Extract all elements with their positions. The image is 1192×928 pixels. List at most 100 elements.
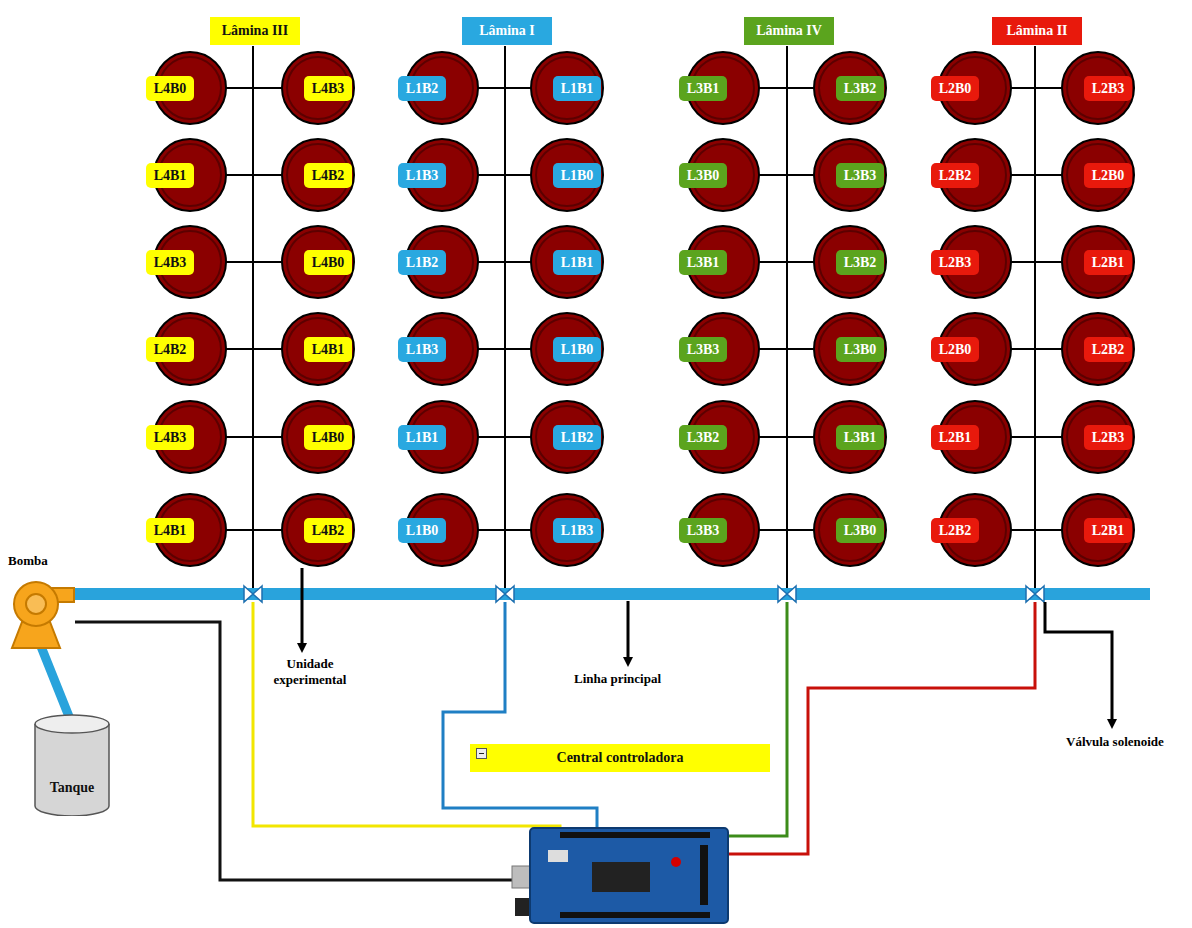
tag-text: L2B2 [1092, 342, 1125, 358]
treatment-tag: L4B3 [146, 250, 194, 275]
treatment-tag: L4B1 [304, 337, 352, 362]
tag-text: L4B3 [312, 81, 345, 97]
treatment-tag: L3B1 [679, 250, 727, 275]
treatment-tag: L2B1 [1084, 250, 1132, 275]
valve-wire [253, 602, 560, 828]
pot-circle [282, 52, 354, 124]
pot-circle [282, 494, 354, 566]
tag-text: L3B3 [687, 342, 720, 358]
tag-text: L4B2 [312, 168, 345, 184]
tag-text: L2B3 [1092, 430, 1125, 446]
treatment-tag: L4B3 [304, 76, 352, 101]
tag-text: L1B0 [561, 168, 594, 184]
tag-text: L4B1 [154, 523, 187, 539]
treatment-tag: L1B2 [398, 250, 446, 275]
tag-text: L1B2 [406, 255, 439, 271]
treatment-tag: L1B1 [398, 425, 446, 450]
leader-arrow [301, 568, 304, 648]
tag-text: L4B3 [154, 430, 187, 446]
treatment-tag: L2B1 [1084, 518, 1132, 543]
treatment-tag: L1B0 [553, 337, 601, 362]
treatment-tag: L1B1 [553, 76, 601, 101]
pot-circle [531, 52, 603, 124]
pot-circle [282, 139, 354, 211]
treatment-tag: L1B1 [553, 250, 601, 275]
pot-circle [531, 313, 603, 385]
treatment-tag: L3B1 [679, 76, 727, 101]
treatment-tag: L1B3 [553, 518, 601, 543]
tag-text: L3B3 [844, 168, 877, 184]
tank-outline [34, 714, 110, 816]
tag-text: L3B0 [844, 342, 877, 358]
treatment-tag: L3B0 [836, 518, 884, 543]
controller-text: Central controladora [557, 750, 684, 766]
pot-circle [531, 139, 603, 211]
pot-circle [531, 494, 603, 566]
pump-symbol [12, 582, 74, 648]
tag-text: L1B1 [561, 81, 594, 97]
treatment-tag: L3B2 [836, 76, 884, 101]
pot-circle [531, 226, 603, 298]
treatment-tag: L1B3 [398, 163, 446, 188]
pot-circle [282, 226, 354, 298]
pot-circle [814, 52, 886, 124]
suction-pipe [40, 644, 72, 724]
tag-text: L4B0 [312, 430, 345, 446]
treatment-tag: L4B0 [304, 250, 352, 275]
treatment-tag: L4B2 [304, 518, 352, 543]
title-text: Lâmina IV [756, 23, 822, 39]
pot-circle [814, 313, 886, 385]
tag-text: L1B2 [406, 81, 439, 97]
tag-text: L2B0 [939, 342, 972, 358]
title-text: Lâmina I [479, 23, 535, 39]
tag-text: L1B2 [561, 430, 594, 446]
treatment-tag: L2B2 [931, 163, 979, 188]
tag-text: L3B1 [687, 255, 720, 271]
tag-text: L3B2 [844, 81, 877, 97]
treatment-tag: L4B0 [304, 425, 352, 450]
treatment-tag: L2B0 [1084, 163, 1132, 188]
valve-wire [728, 602, 1035, 854]
tag-text: L4B2 [312, 523, 345, 539]
treatment-tag: L2B3 [1084, 425, 1132, 450]
treatment-tag: L2B1 [931, 425, 979, 450]
lamina-title: Lâmina III [210, 17, 300, 45]
pot-circle [1062, 139, 1134, 211]
collapse-icon [476, 748, 487, 759]
treatment-tag: L1B2 [398, 76, 446, 101]
treatment-tag: L1B0 [553, 163, 601, 188]
tag-text: L2B0 [939, 81, 972, 97]
pot-circle [1062, 226, 1134, 298]
treatment-tag: L4B0 [146, 76, 194, 101]
treatment-tag: L2B3 [931, 250, 979, 275]
pot-circle [1062, 313, 1134, 385]
collapse-icon-bar [479, 753, 484, 754]
lateral-line [252, 46, 254, 588]
pot-circle [814, 494, 886, 566]
tag-text: L4B0 [312, 255, 345, 271]
pot-circle [814, 226, 886, 298]
tag-text: L3B0 [844, 523, 877, 539]
tank-cylinder: Tanque [34, 714, 110, 816]
controller-box: Central controladora [470, 744, 770, 772]
treatment-tag: L3B3 [836, 163, 884, 188]
treatment-tag: L4B2 [304, 163, 352, 188]
tag-text: L2B1 [939, 430, 972, 446]
valve-wire [728, 602, 787, 836]
treatment-tag: L2B0 [931, 76, 979, 101]
tag-text: L1B3 [561, 523, 594, 539]
arduino-board [512, 828, 728, 923]
treatment-tag: L2B0 [931, 337, 979, 362]
tag-text: L4B3 [154, 255, 187, 271]
tag-text: L2B3 [1092, 81, 1125, 97]
lateral-line [786, 46, 788, 588]
pump-wire [75, 622, 514, 880]
title-text: Lâmina III [222, 23, 289, 39]
treatment-tag: L2B3 [1084, 76, 1132, 101]
leader-arrow [627, 601, 630, 662]
pot-circle [1062, 494, 1134, 566]
tag-text: L1B3 [406, 342, 439, 358]
treatment-tag: L3B0 [679, 163, 727, 188]
